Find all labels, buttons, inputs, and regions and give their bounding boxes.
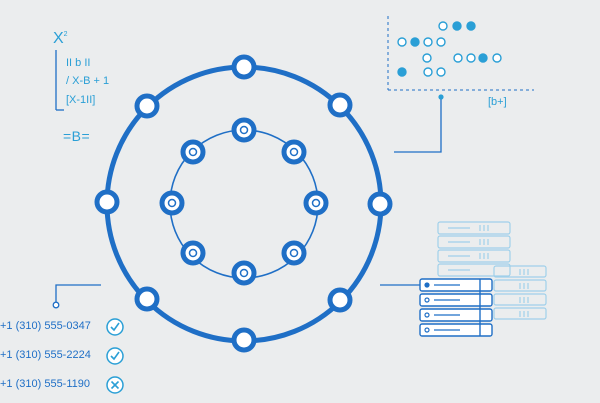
check-icon bbox=[106, 347, 124, 365]
contact-phone: +1 (310) 555-1190 bbox=[0, 378, 91, 390]
matrix-frame bbox=[387, 16, 534, 153]
contact-phone: +1 (310) 555-2224 bbox=[0, 349, 91, 361]
matrix-label: [b+] bbox=[488, 96, 507, 108]
outer-node bbox=[327, 287, 353, 313]
server-stack-back bbox=[437, 221, 547, 320]
contacts-connector bbox=[52, 284, 101, 309]
inner-node bbox=[180, 240, 206, 266]
close-icon bbox=[106, 376, 124, 394]
outer-node bbox=[134, 286, 160, 312]
formula-result: =B= bbox=[63, 128, 91, 144]
server-stack-front-details bbox=[424, 282, 460, 333]
formula-bracket bbox=[55, 50, 64, 111]
outer-node bbox=[231, 327, 257, 353]
formula-variable: X2 bbox=[53, 30, 68, 47]
inner-nodes bbox=[159, 117, 329, 286]
outer-node bbox=[134, 93, 160, 119]
formula-line-1: II b II bbox=[66, 57, 91, 69]
matrix-dots bbox=[397, 21, 502, 77]
outer-node bbox=[94, 189, 120, 215]
check-icon bbox=[106, 318, 124, 336]
outer-node bbox=[231, 54, 257, 80]
outer-node bbox=[367, 191, 393, 217]
inner-node bbox=[303, 190, 329, 216]
inner-node bbox=[180, 139, 206, 165]
formula-line-3: [X-1II] bbox=[66, 94, 96, 106]
inner-node bbox=[231, 260, 257, 286]
inner-node bbox=[231, 117, 257, 143]
outer-node bbox=[327, 92, 353, 118]
inner-node bbox=[281, 139, 307, 165]
outer-nodes bbox=[94, 54, 393, 353]
inner-node bbox=[281, 240, 307, 266]
formula-line-2: / X-B + 1 bbox=[66, 75, 110, 87]
contact-phone: +1 (310) 555-0347 bbox=[0, 320, 91, 332]
inner-node bbox=[159, 190, 185, 216]
formula-exponent: 2 bbox=[63, 31, 68, 38]
server-stack-front bbox=[419, 278, 493, 337]
